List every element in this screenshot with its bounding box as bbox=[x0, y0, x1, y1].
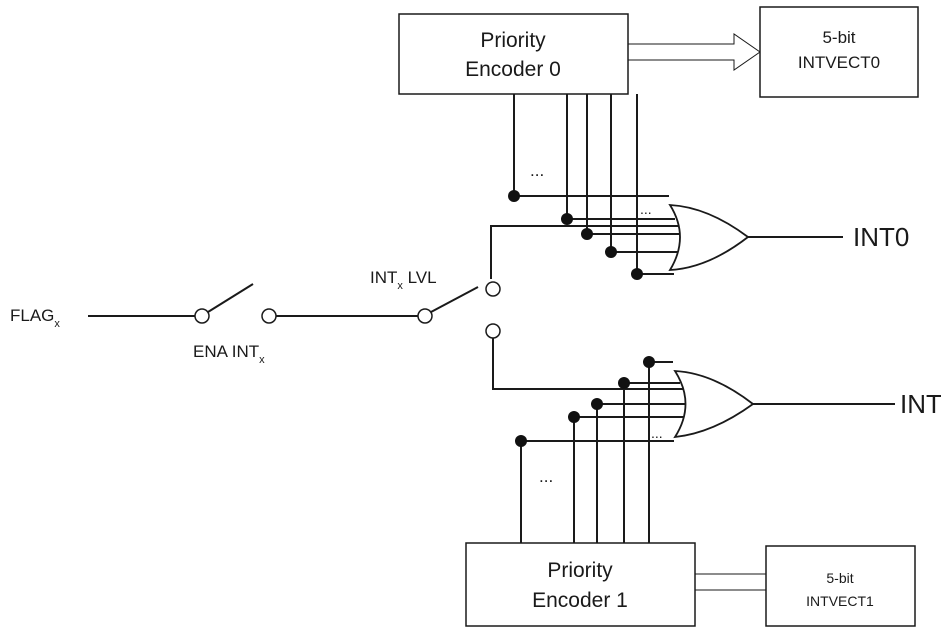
vector-1-line1: 5-bit bbox=[826, 570, 853, 586]
output-int0: INT0 bbox=[853, 222, 909, 252]
ellipsis-gate-0: ... bbox=[640, 201, 652, 217]
or-gate-0-inputs bbox=[490, 195, 681, 279]
junction-dots-1 bbox=[515, 356, 655, 447]
output-int1: INT1 bbox=[900, 389, 941, 419]
or-gate-1 bbox=[673, 370, 755, 439]
vector-0-line1: 5-bit bbox=[822, 28, 855, 47]
priority-encoder-0: Priority Encoder 0 bbox=[398, 13, 629, 95]
enable-switch-label: ENA INTx bbox=[193, 342, 265, 366]
encoder-0-line2: Encoder 0 bbox=[465, 58, 561, 81]
encoder-0-bus-lines bbox=[513, 94, 638, 274]
ellipsis-encoder-0: ... bbox=[530, 161, 544, 180]
ellipsis-gate-1: ... bbox=[651, 425, 663, 441]
flag-label: FLAGx bbox=[10, 306, 60, 330]
enable-switch bbox=[194, 283, 277, 324]
encoder-0-line1: Priority bbox=[480, 29, 546, 52]
encoder-1-line2: Encoder 1 bbox=[532, 589, 628, 612]
bus-arrow-0 bbox=[627, 33, 761, 71]
junction-dots-0 bbox=[508, 190, 643, 280]
or-gate-0 bbox=[668, 204, 750, 271]
vector-0-line2: INTVECT0 bbox=[798, 53, 880, 72]
priority-encoder-1: Priority Encoder 1 bbox=[465, 542, 696, 627]
level-switch-label: INTx LVL bbox=[370, 268, 437, 292]
encoder-1-line1: Priority bbox=[547, 559, 613, 582]
ellipsis-encoder-1: ... bbox=[539, 467, 553, 486]
or-gate-1-inputs bbox=[492, 338, 686, 442]
vector-1-line2: INTVECT1 bbox=[806, 593, 874, 609]
encoder-1-bus-lines bbox=[520, 362, 650, 543]
vector-box-0: 5-bit INTVECT0 bbox=[759, 6, 919, 98]
level-switch bbox=[417, 281, 501, 339]
vector-box-1: 5-bit INTVECT1 bbox=[765, 545, 916, 627]
